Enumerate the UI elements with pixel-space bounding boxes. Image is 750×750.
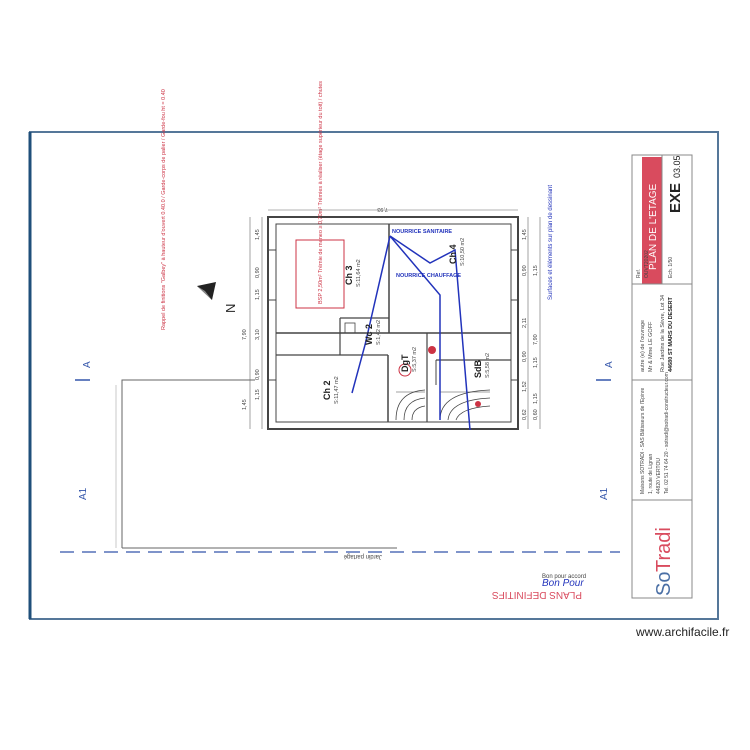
dim-top-total: 7,93 xyxy=(377,206,388,212)
surfaces-note: Surfaces et éléments sur plan de dessina… xyxy=(548,185,554,300)
ref-label: Ref. xyxy=(636,269,642,278)
dims-left: 1,45 0,90 1,15 3,10 7,90 0,90 1,15 1,45 xyxy=(242,229,261,410)
dim-right: 7,90 xyxy=(533,334,539,345)
north-arrow: N xyxy=(197,282,238,313)
dim-left: 1,15 xyxy=(255,289,261,300)
dim-right: 1,45 xyxy=(522,229,528,240)
room-labels: Ch 3 S:11,64 m2 Ch 4 S:10,50 m2 Wc 2 S:1… xyxy=(322,238,491,404)
section-a1-left: A1 xyxy=(78,487,89,500)
dim-left: 1,45 xyxy=(242,399,248,410)
logo-so: So xyxy=(653,572,675,596)
company-name: Maisons SOTRADI - SAS Bâtisseurs de l'Ep… xyxy=(640,388,646,494)
client-label: autre (e) de l'ouvrage xyxy=(640,320,646,372)
dim-left: 7,90 xyxy=(242,329,248,340)
section-a-right: A xyxy=(604,361,615,368)
approval-stamp: Bon pour accord xyxy=(542,574,586,580)
dim-right: 1,15 xyxy=(533,265,539,276)
handwritten-approval: Bon Pour xyxy=(542,578,584,589)
dim-right: 1,15 xyxy=(533,357,539,368)
dim-right: 2,11 xyxy=(522,318,528,328)
bsp-box: BSP 2,50m² Trémie de maneo ≥ 0,70m² Trém… xyxy=(295,81,345,309)
perimeter-outline: Jardin partagé xyxy=(115,379,397,559)
stair-marker xyxy=(398,363,412,377)
company-address-2: 44820 VERTOU xyxy=(656,458,662,494)
room-area: S:10,50 m2 xyxy=(460,238,466,266)
stage-label: EXE xyxy=(667,183,684,213)
room-name: Ch 3 xyxy=(344,265,354,285)
nourrice-chauffage-label: NOURRICE CHAUFFAGE xyxy=(396,273,461,279)
section-a1-right: A1 xyxy=(599,487,610,500)
logo-tradi: Tradi xyxy=(653,527,675,572)
room-name: Ch 4 xyxy=(448,244,458,264)
section-marks: A A A1 A1 xyxy=(60,361,620,553)
date-label: 03.05 xyxy=(672,155,682,178)
definitive-plans-label: PLANS DEFINITIFS xyxy=(492,589,582,600)
sheet-title: PLAN DE L'ETAGE xyxy=(648,183,659,270)
watermark: www.archifacile.fr xyxy=(636,625,730,639)
dim-left: 1,15 xyxy=(255,389,261,400)
company-contact: Tel. 02 51 74 64 20 - sotradi@sotradi-co… xyxy=(664,372,670,494)
bsp-note: BSP 2,50m² Trémie de maneo ≥ 0,70m² Trém… xyxy=(318,81,324,304)
boiler-marker xyxy=(428,346,436,354)
dim-left: 1,45 xyxy=(255,229,261,240)
sheet-frame xyxy=(29,131,719,620)
floor-plan xyxy=(267,216,519,430)
dim-right: 1,15 xyxy=(533,393,539,404)
dim-left: 0,90 xyxy=(255,369,261,380)
sdb-marker xyxy=(475,401,481,407)
pipe-network xyxy=(351,235,471,431)
room-name: DgT xyxy=(400,354,410,372)
room-area: S:1,42 m2 xyxy=(376,320,382,345)
room-area: S:5,37 m2 xyxy=(412,347,418,372)
scale-label: Ech. 1/50 xyxy=(668,257,674,278)
room-area: S:5,58 m2 xyxy=(485,353,491,378)
dim-right: 1,52 xyxy=(522,381,528,392)
room-name: Ch 2 xyxy=(322,380,332,400)
dim-right: 0,90 xyxy=(522,351,528,362)
dims-right: 1,45 0,90 1,15 2,11 7,90 0,90 1,15 1,52 … xyxy=(522,229,539,420)
site-address: Rue Jardins de la Sèvre, Lot 34 xyxy=(660,295,666,372)
perimeter-label: Jardin partagé xyxy=(343,553,382,559)
roof-note: Rappel de finitions "Galbey" à hauteur d… xyxy=(161,89,167,330)
dim-left: 0,90 xyxy=(255,267,261,278)
ref-value: OUVT20202 xyxy=(644,250,650,278)
sheet-title-bar xyxy=(642,157,662,284)
company-address-1: 1, route de Lignan xyxy=(648,453,654,494)
section-a-left: A xyxy=(82,361,93,368)
room-area: S:11,47 m2 xyxy=(334,376,340,404)
north-label: N xyxy=(223,304,238,313)
room-name: Wc 2 xyxy=(364,324,374,345)
site-city: 44680 ST MARS DU DESERT xyxy=(668,296,674,372)
dim-right: 0,90 xyxy=(522,265,528,276)
dim-right: 0,60 xyxy=(533,409,539,420)
room-area: S:11,64 m2 xyxy=(356,259,362,287)
nourrice-sanitaire-label: NOURRICE SANITAIRE xyxy=(392,229,452,235)
room-name: SdB xyxy=(473,359,483,378)
client-name: Mr & Mme LE GOFF xyxy=(648,321,654,372)
title-block: PLAN DE L'ETAGE EXE 03.05 Ech. 1/50 Ref.… xyxy=(631,154,693,599)
dimension-lines xyxy=(249,209,541,429)
dim-left: 3,10 xyxy=(255,329,261,340)
dim-right: 0,62 xyxy=(522,409,528,420)
